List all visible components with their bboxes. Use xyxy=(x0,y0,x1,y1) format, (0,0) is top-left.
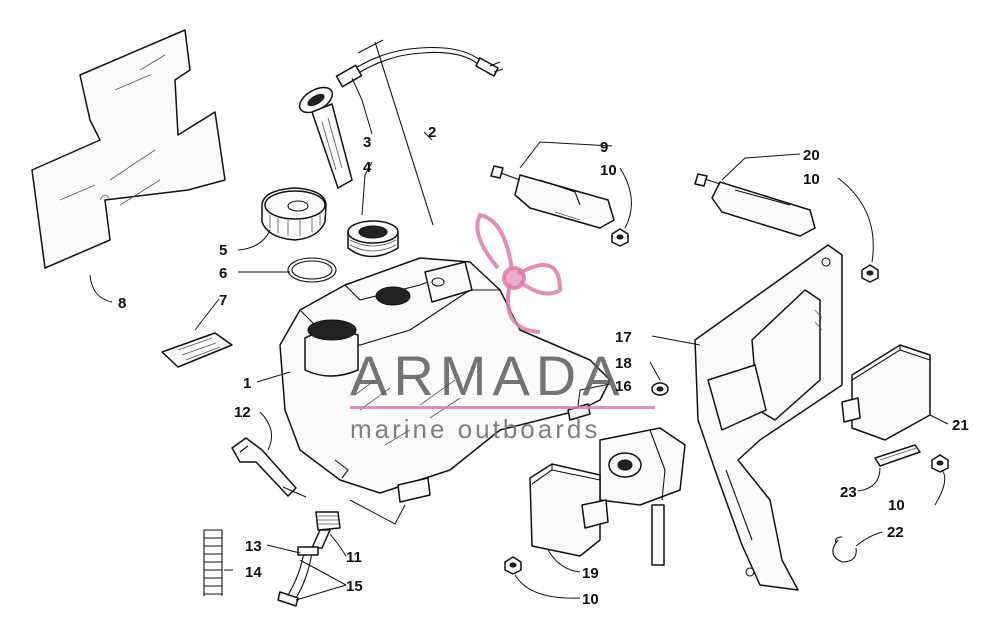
nut-3 xyxy=(931,454,949,473)
filler-neck xyxy=(347,220,399,258)
callout-6: 6 xyxy=(219,265,227,282)
fuel-cap xyxy=(261,187,327,241)
callout-19: 19 xyxy=(582,565,599,582)
callout-20: 20 xyxy=(803,147,820,164)
mount-bracket xyxy=(694,173,816,237)
fuel-sender-assembly xyxy=(298,39,504,226)
callout-10-right: 10 xyxy=(888,497,905,514)
callout-23: 23 xyxy=(840,484,857,501)
callout-15: 15 xyxy=(346,578,363,595)
callout-7: 7 xyxy=(219,292,227,309)
nut-1 xyxy=(611,228,629,247)
mounting-plate xyxy=(694,244,843,591)
callout-numbers: 1 2 3 4 5 6 7 8 9 10 20 10 12 13 14 11 1… xyxy=(118,124,969,608)
fuel-pump-assembly xyxy=(599,427,686,566)
callout-17: 17 xyxy=(615,329,632,346)
coil-spring xyxy=(203,529,223,596)
gasket-ring xyxy=(287,257,337,283)
callout-22: 22 xyxy=(887,524,904,541)
callout-21: 21 xyxy=(952,417,969,434)
nut-4 xyxy=(504,556,522,575)
rubber-strip xyxy=(874,444,921,467)
callout-3: 3 xyxy=(363,134,371,151)
callout-1: 1 xyxy=(243,375,251,392)
tank-cover-sheet xyxy=(31,29,226,269)
callout-13: 13 xyxy=(245,538,262,555)
callout-8: 8 xyxy=(118,295,126,312)
callout-14: 14 xyxy=(245,564,262,581)
callout-16: 16 xyxy=(615,378,632,395)
callout-5: 5 xyxy=(219,242,227,259)
leader-lines xyxy=(89,77,949,601)
fuel-hose xyxy=(277,546,319,607)
callout-4: 4 xyxy=(363,159,372,176)
callout-12: 12 xyxy=(234,404,251,421)
relay-box xyxy=(841,344,931,441)
callout-18: 18 xyxy=(615,355,632,372)
callout-10-upper-left: 10 xyxy=(600,162,617,179)
bushing xyxy=(651,382,669,396)
callout-10-lower: 10 xyxy=(582,591,599,608)
callout-11: 11 xyxy=(346,549,362,566)
fuel-fitting xyxy=(311,511,341,549)
nut-2 xyxy=(861,264,879,283)
clip-ring xyxy=(832,536,857,563)
pump-cover xyxy=(529,463,609,557)
tank-strap xyxy=(231,437,297,497)
decal-label xyxy=(161,332,233,368)
callout-2: 2 xyxy=(428,124,436,141)
callout-9: 9 xyxy=(600,139,608,156)
callout-10-upper-right: 10 xyxy=(803,171,820,188)
fuel-tank xyxy=(279,257,611,503)
upper-bracket xyxy=(490,165,615,229)
